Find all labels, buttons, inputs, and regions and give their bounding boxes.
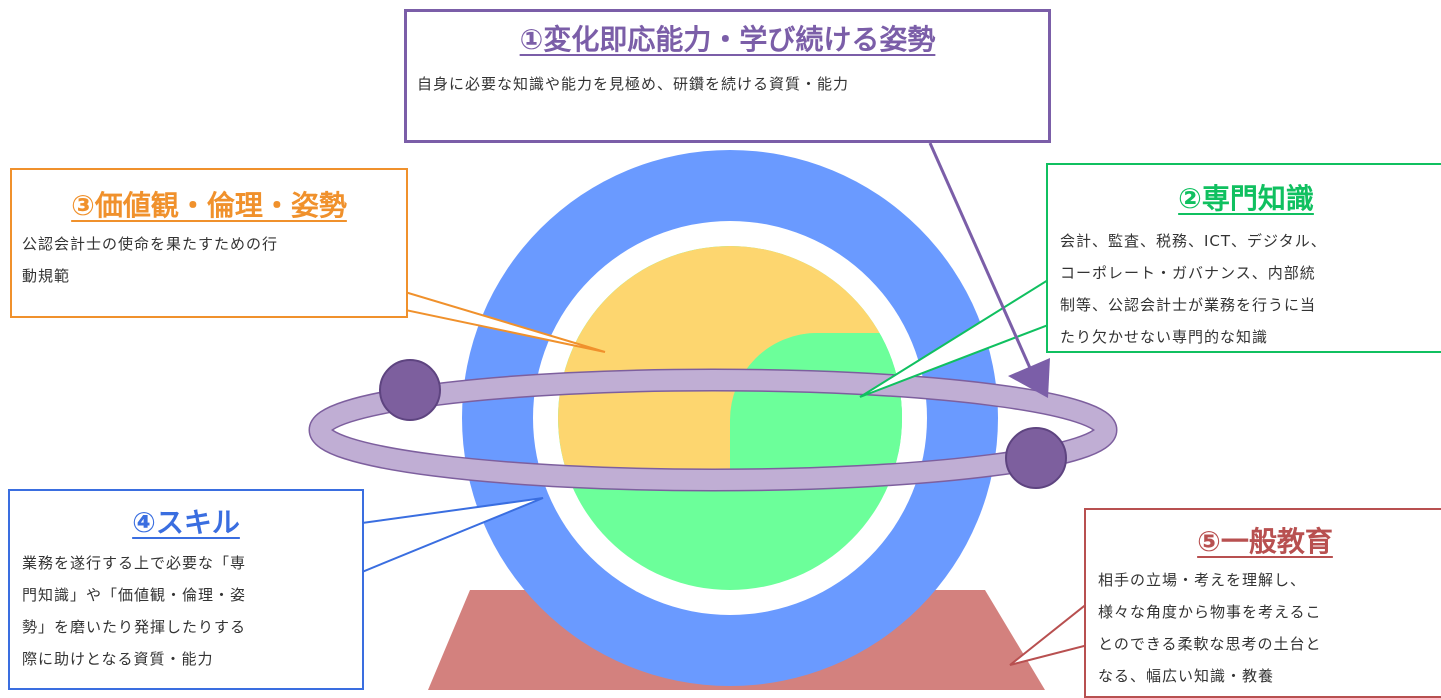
desc-line: たり欠かせない専門的な知識 [1060, 328, 1269, 346]
box-expertise: ②専門知識 会計、監査、税務、ICT、デジタル、 コーポレート・ガバナンス、内部… [1046, 163, 1441, 353]
desc-line: コーポレート・ガバナンス、内部統 [1060, 264, 1316, 282]
box-learning-title: ①変化即応能力・学び続ける姿勢 [519, 23, 936, 56]
desc-line: 勢」を磨いたり発揮したりする [22, 618, 247, 636]
box-learning: ①変化即応能力・学び続ける姿勢 自身に必要な知識や能力を見極め、研鑽を続ける資質… [404, 9, 1051, 143]
box-general-title: ⑤一般教育 [1197, 525, 1333, 558]
box-values-desc: 公認会計士の使命を果たすための行 動規範 [22, 228, 402, 292]
yellow-half [558, 246, 902, 490]
left-planet [379, 359, 441, 421]
box-skills-title: ④スキル [132, 506, 240, 539]
box-skills: ④スキル 業務を遂行する上で必要な「専 門知識」や「価値観・倫理・姿 勢」を磨い… [8, 489, 364, 690]
desc-line: 相手の立場・考えを理解し、 [1098, 571, 1307, 589]
box-skills-desc: 業務を遂行する上で必要な「専 門知識」や「価値観・倫理・姿 勢」を磨いたり発揮し… [22, 547, 362, 675]
box-general: ⑤一般教育 相手の立場・考えを理解し、 様々な角度から物事を考えるこ とのできる… [1084, 508, 1441, 698]
desc-line: 際に助けとなる資質・能力 [22, 650, 214, 668]
desc-line: 動規範 [22, 267, 71, 285]
box-values: ③価値観・倫理・姿勢 公認会計士の使命を果たすための行 動規範 [10, 168, 408, 318]
desc-line: 門知識」や「価値観・倫理・姿 [22, 586, 247, 604]
arrow-learning-head [1008, 358, 1050, 398]
box-expertise-title: ②専門知識 [1178, 182, 1314, 215]
desc-line: 制等、公認会計士が業務を行うに当 [1060, 296, 1317, 314]
arrow-learning-shaft [928, 142, 1032, 369]
box-learning-desc: 自身に必要な知識や能力を見極め、研鑽を続ける資質・能力 [417, 75, 850, 93]
box-values-title: ③価値観・倫理・姿勢 [71, 189, 347, 222]
desc-line: なる、幅広い知識・教養 [1098, 667, 1275, 685]
callout-pointer-general [1009, 600, 1089, 666]
desc-line: 公認会計士の使命を果たすための行 [22, 235, 279, 253]
right-planet [1005, 427, 1067, 489]
desc-line: とのできる柔軟な思考の土台と [1098, 635, 1322, 653]
box-general-desc: 相手の立場・考えを理解し、 様々な角度から物事を考えるこ とのできる柔軟な思考の… [1098, 564, 1441, 692]
desc-line: 様々な角度から物事を考えるこ [1098, 603, 1322, 621]
box-expertise-desc: 会計、監査、税務、ICT、デジタル、 コーポレート・ガバナンス、内部統 制等、公… [1060, 225, 1440, 353]
desc-line: 業務を遂行する上で必要な「専 [22, 554, 247, 572]
desc-line: 会計、監査、税務、ICT、デジタル、 [1060, 232, 1327, 250]
